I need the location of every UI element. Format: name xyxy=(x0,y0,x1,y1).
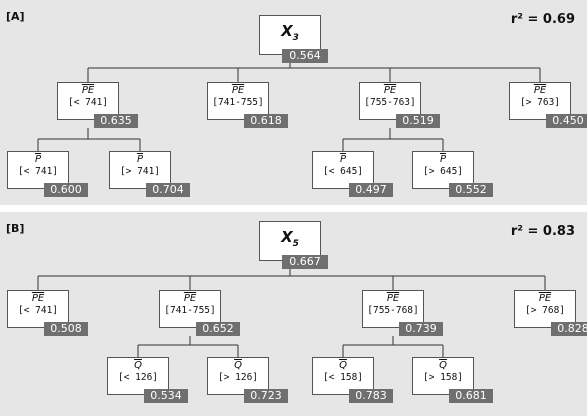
panel-b-split-node-2-value: 0.739 xyxy=(399,322,443,336)
panel-a-split-node-2-variable: PE xyxy=(383,85,397,96)
panel-b-leaf-node-2-0-condition: [< 158] xyxy=(322,372,364,383)
panel-a-leaf-node-2-0-value: 0.497 xyxy=(349,183,393,197)
panel-b-leaf-node-2-0-value: 0.783 xyxy=(349,389,393,403)
panel-b-split-node-1: PE[741-755] 0.652 xyxy=(159,290,240,336)
panel-b-leaf-node-2-1: Q[> 158] 0.681 xyxy=(412,357,493,403)
panel-b-leaf-node-1-0-value: 0.534 xyxy=(144,389,188,403)
panel-a-split-node-0: PE[< 741] 0.635 xyxy=(57,82,138,128)
panel-b: [B] r² = 0.83 xyxy=(0,212,587,416)
panel-b-leaf-node-1-1-value: 0.723 xyxy=(244,389,288,403)
panel-b-root-node-value: 0.667 xyxy=(282,255,328,269)
r-squared-b: r² = 0.83 xyxy=(510,224,575,239)
panel-a-split-node-1-condition: [741-755] xyxy=(212,97,264,108)
panel-a-leaf-node-2-0-condition: [< 645] xyxy=(322,166,364,177)
panel-a-leaf-node-2-1-variable: P xyxy=(439,154,447,165)
panel-b-root-node: X5 0.667 xyxy=(259,221,328,269)
panel-a-leaf-node-2-1-condition: [> 645] xyxy=(422,166,464,177)
panel-b-leaf-node-1-0-variable: Q xyxy=(134,360,142,371)
panel-b-leaf-node-1-1-variable: Q xyxy=(234,360,242,371)
panel-label-a: [A] xyxy=(6,10,25,23)
panel-a-split-node-3-variable: PE xyxy=(533,85,547,96)
panel-b-split-node-0-condition: [< 741] xyxy=(17,305,59,316)
panel-a-root-node-value: 0.564 xyxy=(282,49,328,63)
panel-b-leaf-node-2-0-variable: Q xyxy=(339,360,347,371)
panel-b-split-node-2-condition: [755-768] xyxy=(367,305,419,316)
panel-b-leaf-node-1-0-condition: [< 126] xyxy=(117,372,159,383)
panel-a-leaf-node-0-0-variable: P xyxy=(34,154,42,165)
panel-b-split-node-2: PE[755-768] 0.739 xyxy=(362,290,443,336)
panel-b-root-node-variable: X5 xyxy=(281,228,299,249)
panel-a-leaf-node-0-1: P[> 741] 0.704 xyxy=(109,151,190,197)
panel-b-split-node-0: PE[< 741] 0.508 xyxy=(7,290,88,336)
panel-a-split-node-2: PE[755-763] 0.519 xyxy=(359,82,440,128)
panel-b-leaf-node-2-1-variable: Q xyxy=(439,360,447,371)
panel-a-leaf-node-2-0-variable: P xyxy=(339,154,347,165)
panel-a-leaf-node-0-0: P[< 741] 0.600 xyxy=(7,151,88,197)
panel-b-split-node-1-value: 0.652 xyxy=(196,322,240,336)
panel-b-split-node-2-variable: PE xyxy=(386,293,400,304)
panel-a-split-node-1: PE[741-755] 0.618 xyxy=(207,82,288,128)
panel-a-leaf-node-0-0-value: 0.600 xyxy=(44,183,88,197)
panel-a-leaf-node-0-0-condition: [< 741] xyxy=(17,166,59,177)
panel-b-split-node-1-condition: [741-755] xyxy=(164,305,216,316)
panel-b-split-node-1-variable: PE xyxy=(183,293,197,304)
panel-b-split-node-0-value: 0.508 xyxy=(44,322,88,336)
panel-a-split-node-3-condition: [> 763] xyxy=(519,97,561,108)
panel-a-leaf-node-0-1-variable: P xyxy=(136,154,144,165)
panel-b-leaf-node-1-1: Q[> 126] 0.723 xyxy=(207,357,288,403)
panel-a-split-node-1-value: 0.618 xyxy=(244,114,288,128)
panel-a-split-node-0-condition: [< 741] xyxy=(67,97,109,108)
panel-a-split-node-2-value: 0.519 xyxy=(396,114,440,128)
panel-b-split-node-0-variable: PE xyxy=(31,293,45,304)
panel-b-leaf-node-2-1-condition: [> 158] xyxy=(422,372,464,383)
panel-b-leaf-node-1-0: Q[< 126] 0.534 xyxy=(107,357,188,403)
panel-a-leaf-node-0-1-value: 0.704 xyxy=(146,183,190,197)
panel-a-split-node-3: PE[> 763] 0.450 xyxy=(509,82,587,128)
panel-b-split-node-3: PE[> 768] 0.828 xyxy=(514,290,587,336)
r-squared-a: r² = 0.69 xyxy=(510,12,575,27)
panel-a-split-node-2-condition: [755-763] xyxy=(364,97,416,108)
panel-a-leaf-node-2-1: P[> 645] 0.552 xyxy=(412,151,493,197)
panel-a-leaf-node-2-0: P[< 645] 0.497 xyxy=(312,151,393,197)
panel-b-split-node-3-value: 0.828 xyxy=(551,322,587,336)
panel-b-leaf-node-2-0: Q[< 158] 0.783 xyxy=(312,357,393,403)
panel-a-leaf-node-0-1-condition: [> 741] xyxy=(119,166,161,177)
panel-a-split-node-0-value: 0.635 xyxy=(94,114,138,128)
panel-a-split-node-0-variable: PE xyxy=(81,85,95,96)
panel-a-split-node-3-value: 0.450 xyxy=(546,114,587,128)
panel-a-root-node: X3 0.564 xyxy=(259,15,328,63)
panel-b-leaf-node-1-1-condition: [> 126] xyxy=(217,372,259,383)
panel-label-b: [B] xyxy=(6,222,25,235)
panel-a-leaf-node-2-1-value: 0.552 xyxy=(449,183,493,197)
panel-b-split-node-3-condition: [> 768] xyxy=(524,305,566,316)
panel-a-split-node-1-variable: PE xyxy=(231,85,245,96)
panel-a-root-node-variable: X3 xyxy=(281,22,299,43)
panel-b-split-node-3-variable: PE xyxy=(538,293,552,304)
panel-b-leaf-node-2-1-value: 0.681 xyxy=(449,389,493,403)
